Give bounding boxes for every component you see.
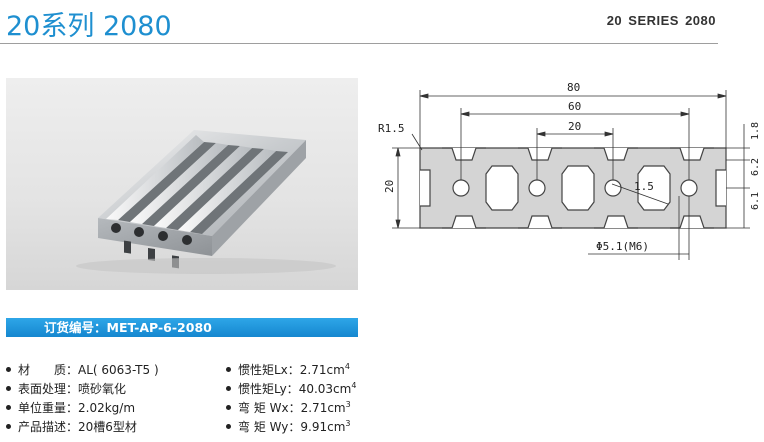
spec-moment-wx: 弯 矩 Wx：2.71cm3	[226, 399, 356, 418]
spec-surface: 表面处理：喷砂氧化	[6, 380, 159, 399]
dim-20-left-label: 20	[383, 180, 396, 193]
hole-label: Φ5.1(M6)	[596, 240, 649, 253]
bullet-icon	[226, 386, 231, 391]
aluminum-profile-illustration	[76, 130, 336, 274]
page-title: 20系列 2080	[6, 11, 172, 42]
series-title-en: 20 SERIES 2080	[606, 13, 716, 28]
specs-right: 惯性矩Lx：2.71cm4 惯性矩Ly：40.03cm4 弯 矩 Wx：2.71…	[226, 361, 356, 437]
wall-label: 1.5	[634, 180, 654, 193]
bullet-icon	[6, 405, 11, 410]
right-top-label: 1.8	[750, 122, 761, 140]
bullet-icon	[6, 424, 11, 429]
bullet-icon	[226, 424, 231, 429]
header-rule	[0, 43, 718, 44]
order-number-bar: 订货编号：MET-AP-6-2080	[6, 318, 358, 337]
right-bot-label: 6.1	[750, 192, 761, 210]
product-photo	[6, 78, 358, 290]
spec-moment-wy: 弯 矩 Wy：9.91cm3	[226, 418, 356, 437]
radius-label: R1.5	[378, 122, 405, 135]
spec-weight: 单位重量：2.02kg/m	[6, 399, 159, 418]
dim-60-label: 60	[568, 100, 581, 113]
spec-material: 材 质：AL( 6063-T5 )	[6, 361, 159, 380]
spec-description: 产品描述：20槽6型材	[6, 418, 159, 437]
specs-left: 材 质：AL( 6063-T5 ) 表面处理：喷砂氧化 单位重量：2.02kg/…	[6, 361, 159, 437]
dim-20-top-label: 20	[568, 120, 581, 133]
dim-80-label: 80	[567, 81, 580, 94]
bullet-icon	[226, 367, 231, 372]
profile-section	[419, 147, 727, 229]
spec-inertia-ly: 惯性矩Ly：40.03cm4	[226, 380, 356, 399]
spec-inertia-lx: 惯性矩Lx：2.71cm4	[226, 361, 356, 380]
bullet-icon	[6, 367, 11, 372]
bullet-icon	[6, 386, 11, 391]
bullet-icon	[226, 405, 231, 410]
cross-section-drawing: 80 60 20 20 R1.5 1.5 1.8 6	[372, 74, 764, 274]
right-mid-label: 6.2	[750, 158, 761, 176]
